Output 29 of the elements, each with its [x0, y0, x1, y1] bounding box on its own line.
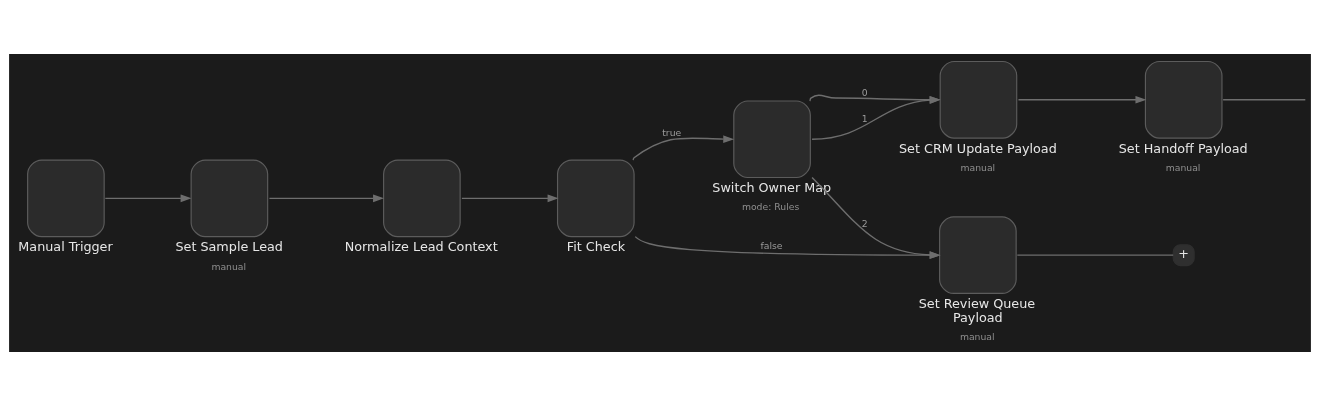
arrow: [104, 194, 192, 202]
node-label: mode: Rules: [741, 200, 800, 212]
node-label: manual: [1165, 161, 1201, 173]
edge-label: true: [662, 126, 682, 138]
node-label: manual: [959, 330, 995, 342]
node-label: manual: [960, 161, 996, 173]
arrow: [461, 194, 559, 202]
node-label: manual: [211, 260, 247, 272]
node-label: Set Review Queue Payload: [918, 295, 1036, 325]
connector: [1222, 98, 1306, 100]
arrow: [809, 94, 941, 104]
node-label: Switch Owner Map: [712, 179, 832, 195]
arrow: [811, 95, 941, 140]
arrow: [268, 194, 384, 202]
arrow: [634, 235, 941, 259]
node-label: Set Handoff Payload: [1118, 140, 1248, 156]
node-label: Manual Trigger: [18, 238, 113, 254]
arrow: [811, 176, 941, 259]
edge-label: 1: [861, 112, 868, 124]
node-label: Set CRM Update Payload: [899, 140, 1057, 156]
node-label: Normalize Lead Context: [344, 238, 498, 254]
edge-label: 0: [861, 86, 868, 98]
connector: [1016, 254, 1174, 256]
arrow: [632, 134, 735, 161]
node-label: Set Sample Lead: [175, 238, 283, 254]
edge-label: 2: [861, 217, 868, 229]
node-label: Fit Check: [566, 238, 626, 254]
arrow: [1017, 95, 1147, 104]
edge-label: false: [760, 239, 783, 251]
